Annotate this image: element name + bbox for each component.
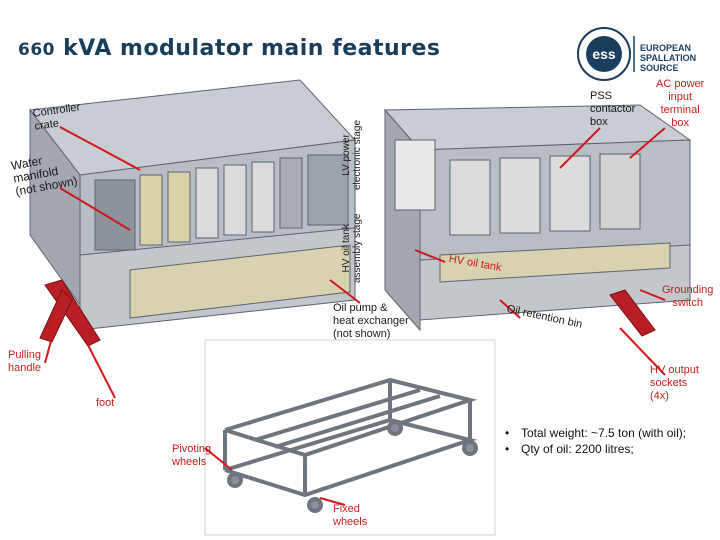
page-title: 660 kVA modulator main features — [18, 36, 441, 61]
bullet-item: •Qty of oil: 2200 litres; — [505, 442, 634, 456]
grounding-switch-label: Grounding switch — [662, 284, 714, 309]
hv-oil-tank-assembly-label: HV oil tank assembly stage — [341, 213, 363, 283]
red-parts — [39, 279, 656, 347]
pivoting-wheels-label: Pivoting wheels — [172, 443, 212, 468]
callout-lines — [44, 126, 666, 506]
left-module — [29, 79, 357, 331]
title-number: 660 — [18, 40, 55, 60]
logo-text: EUROPEAN SPALLATION SOURCE — [640, 43, 697, 73]
svg-text:ess: ess — [592, 46, 616, 62]
pulling-handle-label: Pulling handle — [8, 349, 42, 374]
bullet-item: •Total weight: ~7.5 ton (with oil); — [505, 426, 687, 440]
hv-output-sockets-label: HV output sockets (4x) — [650, 364, 699, 402]
trolley-frame — [204, 339, 496, 536]
fixed-wheels-label: Fixed wheels — [333, 503, 368, 528]
ess-logo: ess — [577, 27, 635, 81]
lv-power-label: LV power electronic stage — [341, 119, 363, 190]
ac-power-label: AC power input terminal box — [656, 78, 705, 129]
modulator-illustration — [29, 79, 692, 536]
title-text: kVA modulator main features — [63, 36, 441, 61]
oil-pump-label: Oil pump & heat exchanger (not shown) — [333, 302, 409, 340]
foot-label: foot — [96, 397, 115, 409]
pss-contactor-label: PSS contactor box — [590, 90, 636, 128]
bullet-list: •Total weight: ~7.5 ton (with oil); •Qty… — [505, 426, 686, 458]
right-module — [383, 104, 692, 332]
